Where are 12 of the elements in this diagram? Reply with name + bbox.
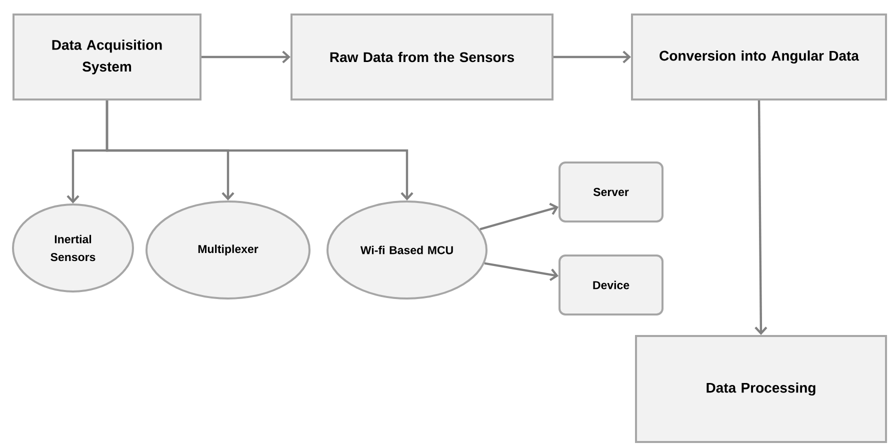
process-box: Conversion into Angular Data	[631, 14, 888, 100]
arrow	[202, 50, 290, 64]
arrow	[754, 100, 768, 335]
arrow	[554, 50, 631, 64]
process-box: Raw Data from the Sensors	[290, 14, 554, 100]
arrow	[106, 100, 414, 200]
arrow	[484, 262, 558, 282]
output-box: Server	[558, 162, 664, 222]
process-box: Data Acquisition System	[12, 14, 202, 100]
output-box: Device	[558, 254, 664, 316]
arrow	[480, 202, 558, 230]
process-box: Data Processing	[635, 335, 888, 443]
